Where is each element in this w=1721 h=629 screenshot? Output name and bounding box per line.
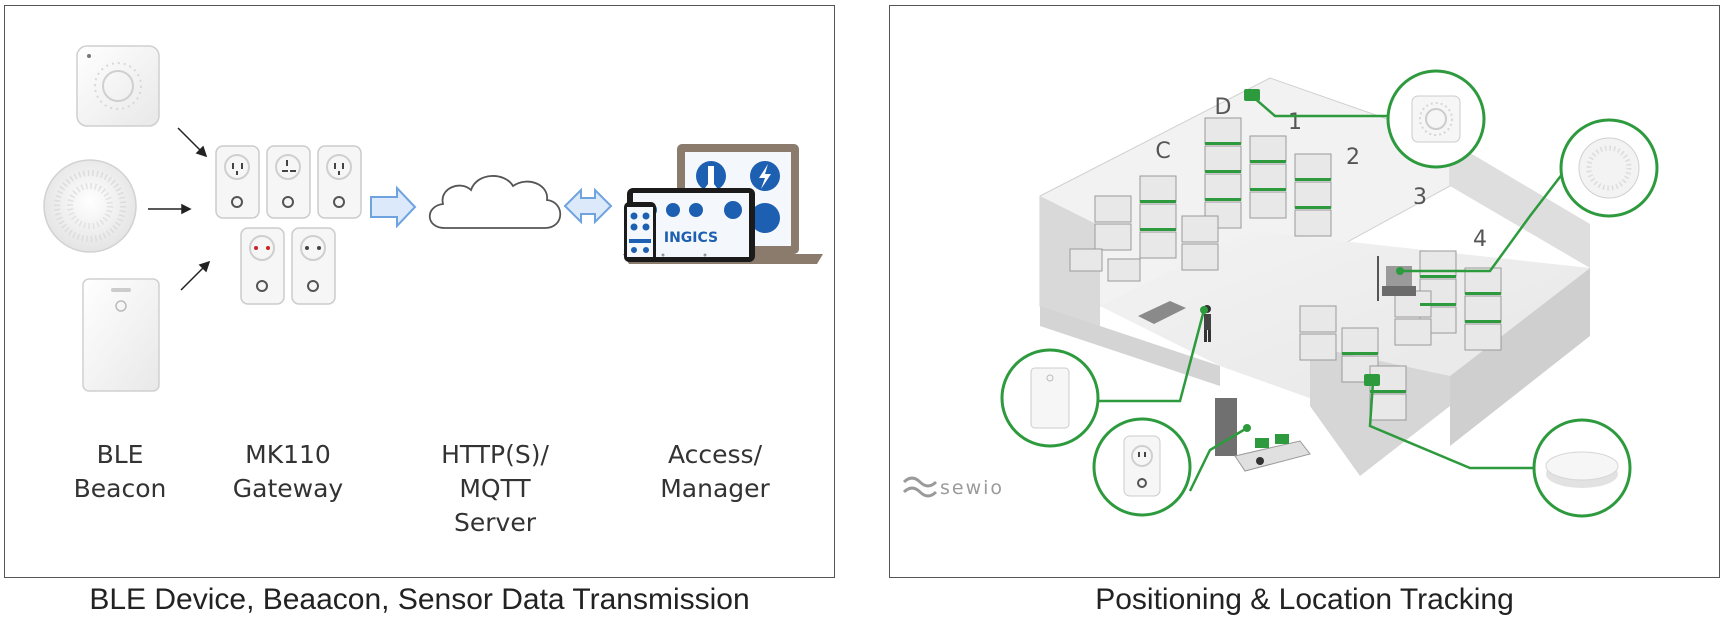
sewio-logo: sewio: [902, 476, 1004, 499]
sewio-logo-text: sewio: [940, 477, 1004, 499]
callout-square-sensor: [1386, 69, 1486, 169]
callout-disc-beacon: [1532, 418, 1632, 518]
round-beacon-icon: [43, 159, 137, 253]
square-sensor-icon: [76, 45, 160, 127]
left-panel-transmission-diagram: INGICS BLE Beacon MK110 Gateway HTTP(S)/…: [4, 5, 835, 578]
right-caption: Positioning & Location Tracking: [1095, 583, 1514, 616]
input-arrows: [148, 127, 211, 291]
zone-label-1: 1: [1288, 110, 1302, 135]
transmission-diagram-svg: INGICS: [43, 45, 823, 392]
stage-label-server: HTTP(S)/ MQTT Server: [441, 440, 549, 537]
bidirectional-arrow-icon: [563, 187, 613, 225]
warehouse-illustration-svg: D C 1 2 3 4: [902, 69, 1659, 518]
zone-label-4: 4: [1473, 227, 1487, 252]
pallet-trolley-icon: [1138, 301, 1186, 324]
tracking-tag-markers: [1200, 89, 1404, 432]
storage-racks: [1069, 117, 1502, 421]
right-panel-warehouse-tracking: D C 1 2 3 4: [889, 5, 1720, 578]
stage-label-access-manager: Access/ Manager: [660, 440, 770, 503]
ingics-brand-text: INGICS: [664, 230, 718, 246]
forward-arrow-icon: [370, 185, 417, 229]
zone-label-3: 3: [1413, 185, 1427, 210]
stage-label-mk110-gateway: MK110 Gateway: [232, 440, 344, 503]
phone-icon: [624, 202, 656, 262]
zone-label-c: C: [1155, 139, 1170, 164]
tracking-connector-lines: [1097, 95, 1564, 492]
zone-label-d: D: [1215, 95, 1232, 120]
gateway-plug-icon: [215, 145, 362, 305]
callout-round-beacon: [1559, 118, 1659, 218]
left-caption: BLE Device, Beaacon, Sensor Data Transmi…: [89, 583, 750, 616]
callout-card-beacon: [1000, 348, 1100, 448]
callout-plug-gateway: [1092, 417, 1192, 517]
stage-label-ble-beacon: BLE Beacon: [73, 440, 167, 503]
cloud-server-icon: [428, 175, 562, 229]
office-desk-icon: [1215, 398, 1311, 472]
card-beacon-icon: [82, 278, 160, 392]
zone-label-2: 2: [1346, 145, 1360, 170]
